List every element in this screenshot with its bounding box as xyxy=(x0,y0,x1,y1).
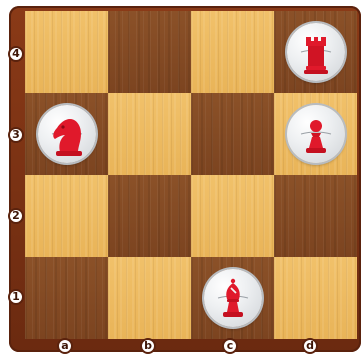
knight-icon xyxy=(38,105,96,163)
square-a1[interactable] xyxy=(25,257,108,339)
rank-label-4: 4 xyxy=(8,46,24,62)
rank-label-1: 1 xyxy=(8,289,24,305)
square-b1[interactable] xyxy=(108,257,191,339)
file-label-a: a xyxy=(57,338,73,354)
bishop-icon xyxy=(204,269,262,327)
square-d4[interactable] xyxy=(274,11,357,93)
square-a2[interactable] xyxy=(25,175,108,257)
square-c2[interactable] xyxy=(191,175,274,257)
square-b4[interactable] xyxy=(108,11,191,93)
square-d1[interactable] xyxy=(274,257,357,339)
square-d2[interactable] xyxy=(274,175,357,257)
file-label-b: b xyxy=(140,338,156,354)
knight-piece[interactable] xyxy=(38,105,96,163)
rook-piece[interactable] xyxy=(287,23,345,81)
square-b3[interactable] xyxy=(108,93,191,175)
rank-label-3: 3 xyxy=(8,127,24,143)
file-label-c: c xyxy=(222,338,238,354)
bishop-piece[interactable] xyxy=(204,269,262,327)
pawn-icon xyxy=(287,105,345,163)
square-a4[interactable] xyxy=(25,11,108,93)
square-d3[interactable] xyxy=(274,93,357,175)
square-c3[interactable] xyxy=(191,93,274,175)
square-c1[interactable] xyxy=(191,257,274,339)
rank-label-2: 2 xyxy=(8,208,24,224)
file-label-d: d xyxy=(302,338,318,354)
pawn-piece[interactable] xyxy=(287,105,345,163)
rook-icon xyxy=(287,23,345,81)
square-c4[interactable] xyxy=(191,11,274,93)
square-a3[interactable] xyxy=(25,93,108,175)
chess-board xyxy=(25,11,357,339)
square-b2[interactable] xyxy=(108,175,191,257)
